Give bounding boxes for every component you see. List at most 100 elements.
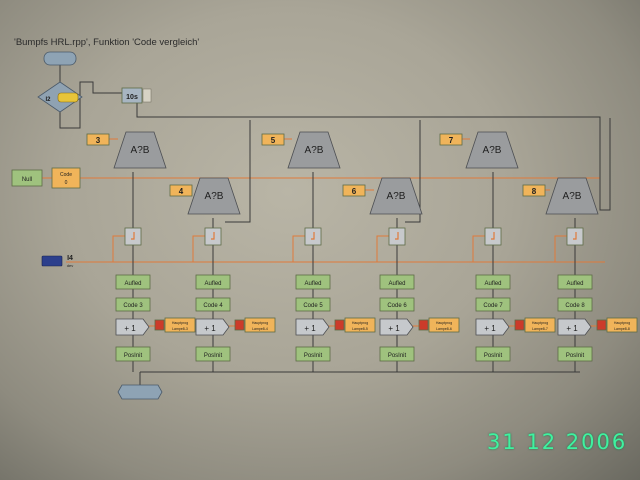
wire xyxy=(192,235,205,262)
const-4-label: 4 xyxy=(179,187,184,196)
set-block-2[interactable] xyxy=(195,274,231,290)
junction-6[interactable] xyxy=(566,227,584,246)
lamp-3-icon xyxy=(334,319,345,331)
wait-block[interactable] xyxy=(121,87,143,104)
code-block-2-label: Code 4 xyxy=(203,303,223,309)
i4-sub: dev xyxy=(67,263,73,268)
lamp-1-icon xyxy=(154,319,165,331)
code-block-4-label: Code 6 xyxy=(387,303,407,309)
reset-block-3-label: PosInit xyxy=(304,353,323,359)
junction-3-mark xyxy=(311,232,315,240)
comparator-2[interactable] xyxy=(187,177,241,215)
junction-5[interactable] xyxy=(484,227,502,246)
lamp-4-label-a: Hauptprog xyxy=(436,321,452,325)
set-block-5[interactable] xyxy=(475,274,511,290)
reset-block-4[interactable] xyxy=(379,346,415,362)
code-block-6-label: Code 8 xyxy=(565,303,585,309)
reset-block-4-label: PosInit xyxy=(388,353,407,359)
add-block-4-label: + 1 xyxy=(388,324,400,333)
code-block-4[interactable] xyxy=(379,297,415,312)
reset-block-3[interactable] xyxy=(295,346,331,362)
lamp-block-1[interactable] xyxy=(164,317,196,333)
reset-block-2[interactable] xyxy=(195,346,231,362)
date-stamp: 31 12 2006 xyxy=(487,430,628,454)
set-block-3[interactable] xyxy=(295,274,331,290)
add-block-3-label: + 1 xyxy=(304,324,316,333)
lamp-2-icon xyxy=(234,319,245,331)
wire xyxy=(292,235,305,262)
reset-block-2-label: PosInit xyxy=(204,353,223,359)
set-block-2-label: Aufled xyxy=(204,281,221,287)
lamp-block-6[interactable] xyxy=(606,317,638,333)
junction-4[interactable] xyxy=(388,227,406,246)
code-block-3[interactable] xyxy=(295,297,331,312)
add-block-4[interactable] xyxy=(379,318,414,336)
add-block-3[interactable] xyxy=(295,318,330,336)
const-4[interactable] xyxy=(169,184,193,197)
set-block-1[interactable] xyxy=(115,274,151,290)
wire xyxy=(225,120,251,223)
set-block-6[interactable] xyxy=(557,274,593,290)
add-block-5-label: + 1 xyxy=(484,324,496,333)
comparator-4-label: A?B xyxy=(387,191,406,202)
i4-sensor-icon xyxy=(41,255,63,267)
add-block-1-label: + 1 xyxy=(124,324,136,333)
start-block[interactable] xyxy=(43,51,77,66)
end-block[interactable] xyxy=(117,384,163,400)
lamp-block-2[interactable] xyxy=(244,317,276,333)
lamp-5-label-b: Lampe8-7 xyxy=(532,327,548,331)
lamp-2-label-a: Hauptprog xyxy=(252,321,268,325)
code-block-5[interactable] xyxy=(475,297,511,312)
comparator-5[interactable] xyxy=(465,131,519,169)
set-block-3-label: Aufled xyxy=(304,281,321,287)
comparator-6[interactable] xyxy=(545,177,599,215)
reset-block-6[interactable] xyxy=(557,346,593,362)
add-block-1[interactable] xyxy=(115,318,150,336)
lamp-block-3[interactable] xyxy=(344,317,376,333)
const-6[interactable] xyxy=(342,184,366,197)
code-block-6[interactable] xyxy=(557,297,593,312)
code-block[interactable] xyxy=(51,167,81,189)
const-7[interactable] xyxy=(439,133,463,146)
set-block-5-label: Aufled xyxy=(484,281,501,287)
code-block-2[interactable] xyxy=(195,297,231,312)
junction-4-mark xyxy=(395,232,399,240)
lamp-6-icon xyxy=(596,319,607,331)
page-title: 'Bumpfs HRL.rpp', Funktion 'Code verglei… xyxy=(14,37,200,48)
lamp-block-5[interactable] xyxy=(524,317,556,333)
lamp-5-label-a: Hauptprog xyxy=(532,321,548,325)
lamp-4-icon xyxy=(418,319,429,331)
add-block-5[interactable] xyxy=(475,318,510,336)
null-label: Null xyxy=(22,177,32,183)
wire xyxy=(376,235,389,262)
const-3-label: 3 xyxy=(96,136,101,145)
comparator-1[interactable] xyxy=(113,131,167,169)
comparator-3-label: A?B xyxy=(305,145,324,156)
null-block[interactable] xyxy=(11,169,43,187)
add-block-6[interactable] xyxy=(557,318,592,336)
wait-label: 10s xyxy=(126,94,138,101)
lamp-1-label-b: Lampe8-3 xyxy=(172,327,188,331)
junction-3[interactable] xyxy=(304,227,322,246)
add-block-2[interactable] xyxy=(195,318,230,336)
junction-6-mark xyxy=(573,232,577,240)
reset-block-6-label: PosInit xyxy=(566,353,585,359)
const-5[interactable] xyxy=(261,133,285,146)
lamp-3-label-b: Lampe8-5 xyxy=(352,327,368,331)
junction-2[interactable] xyxy=(204,227,222,246)
lamp-block-4[interactable] xyxy=(428,317,460,333)
input-i2-label: I2 xyxy=(45,97,51,103)
comparator-6-label: A?B xyxy=(563,191,582,202)
wire xyxy=(472,235,485,262)
code-block-1[interactable] xyxy=(115,297,151,312)
comparator-1-label: A?B xyxy=(131,145,150,156)
comparator-3[interactable] xyxy=(287,131,341,169)
wire xyxy=(112,235,125,262)
const-8[interactable] xyxy=(522,184,546,197)
reset-block-1[interactable] xyxy=(115,346,151,362)
reset-block-5[interactable] xyxy=(475,346,511,362)
const-3[interactable] xyxy=(86,133,110,146)
junction-1[interactable] xyxy=(124,227,142,246)
comparator-4[interactable] xyxy=(369,177,423,215)
set-block-4[interactable] xyxy=(379,274,415,290)
